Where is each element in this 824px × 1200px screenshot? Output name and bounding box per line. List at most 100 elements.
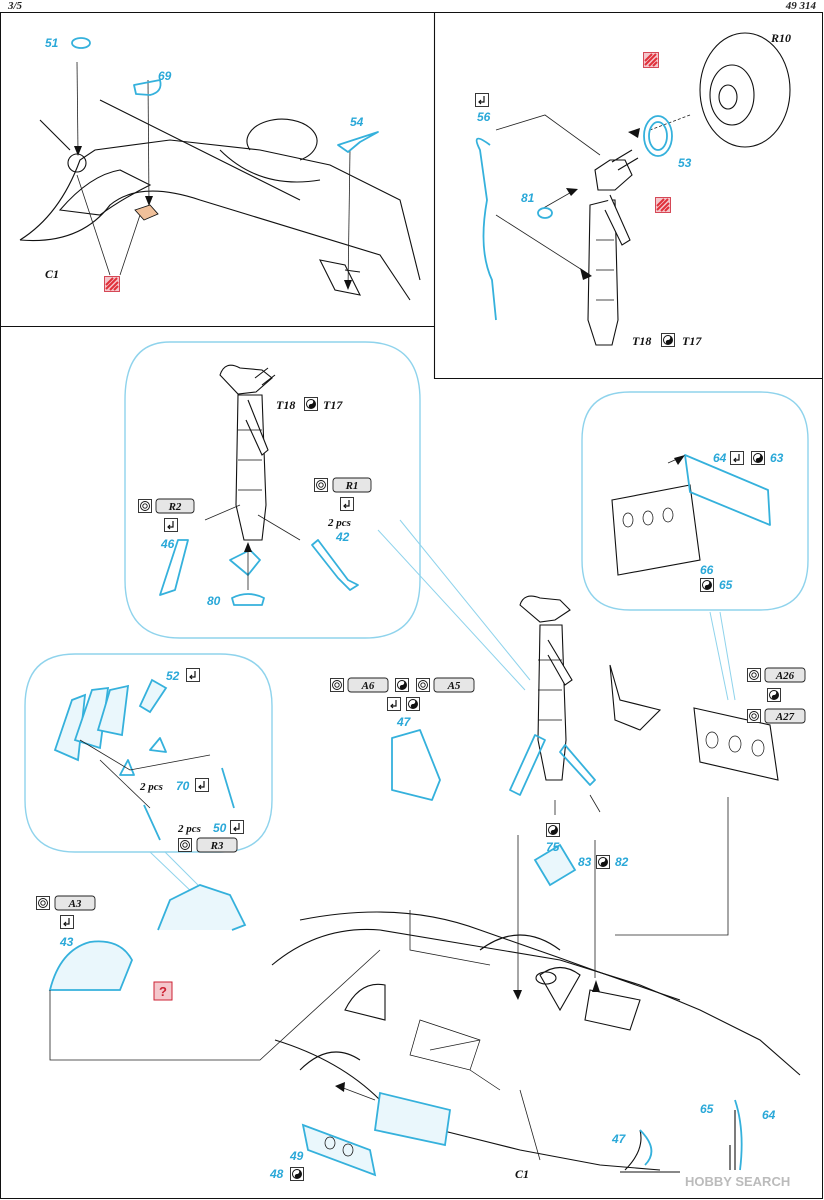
bay-parts-drawing [53, 678, 235, 841]
tag-a6-label: A6 [361, 680, 375, 692]
part-51-ring [71, 37, 91, 49]
part-70-label: 70 [176, 779, 190, 793]
part-64-label: 64 [713, 451, 727, 465]
tag-a3 [54, 895, 96, 911]
part-66-label: 66 [700, 563, 714, 577]
detail-64-label: 64 [762, 1108, 776, 1122]
tag-a5-label: A5 [447, 680, 461, 692]
page-number: 3/5 [8, 0, 23, 12]
tag-a5 [433, 677, 475, 693]
bend-icon [195, 778, 209, 792]
door-a26 [693, 707, 779, 781]
part-43-bay [373, 1091, 452, 1147]
part-56-label: 56 [477, 110, 491, 124]
photo-etch-icon [314, 478, 328, 492]
photo-etch-icon [138, 499, 152, 513]
tag-r2-label: R2 [168, 501, 182, 513]
bend-icon [230, 820, 244, 834]
bend-icon [387, 697, 401, 711]
etch-side-icon [304, 397, 318, 411]
part-80-label: 80 [207, 594, 221, 608]
etch-side-icon [546, 823, 560, 837]
part-46-strut [159, 539, 189, 596]
part-81-label: 81 [521, 191, 535, 205]
part-47-label: 47 [396, 715, 412, 729]
bubble-ref-t17: T17 [323, 398, 343, 412]
door-base-66 [611, 484, 701, 576]
tag-r3 [196, 837, 238, 853]
part-56-wire [475, 137, 497, 321]
bubble-pointer [377, 519, 531, 691]
part-46-label: 46 [160, 537, 175, 551]
part-82-label: 82 [615, 855, 629, 869]
panel-dividers [0, 12, 823, 380]
part-69-plate [133, 79, 162, 96]
bend-icon [60, 915, 74, 929]
qty-50: 2 pcs [177, 823, 201, 835]
part-69-label: 69 [158, 69, 172, 83]
etch-side-icon [700, 578, 714, 592]
photo-etch-icon [330, 678, 344, 692]
part-52-label: 52 [166, 669, 180, 683]
part-80-gear [231, 593, 265, 606]
tag-a26 [764, 667, 806, 683]
ref-c1-main: C1 [515, 1167, 529, 1181]
question-icon [153, 981, 173, 1001]
qty-42: 2 pcs [327, 517, 351, 529]
part-48-label: 48 [269, 1167, 284, 1181]
part-51-label: 51 [45, 36, 59, 50]
door-plate-64 [684, 454, 771, 526]
tag-a27 [764, 708, 806, 724]
photo-etch-icon [747, 668, 761, 682]
part-81-washer [537, 207, 553, 219]
main-assembly-drawing [48, 595, 801, 1177]
part-83-label: 83 [578, 855, 592, 869]
etch-side-icon [406, 697, 420, 711]
ref-t17: T17 [682, 334, 702, 348]
etch-side-icon [596, 855, 610, 869]
product-code: 49 314 [785, 0, 816, 12]
part-42-arm [311, 539, 359, 591]
ref-c1-wing: C1 [45, 267, 59, 281]
watermark: HOBBY SEARCH [685, 1174, 790, 1189]
bend-icon [475, 93, 489, 107]
paint-icon [104, 276, 120, 292]
etch-side-icon [661, 333, 675, 347]
part-47-panel [391, 729, 441, 801]
paint-icon [643, 52, 659, 68]
tag-r1 [332, 477, 372, 493]
bend-icon [730, 451, 744, 465]
bubble-pointer [709, 611, 736, 701]
paint-icon [655, 197, 671, 213]
bend-icon [340, 497, 354, 511]
photo-etch-icon [747, 709, 761, 723]
photo-etch-icon [416, 678, 430, 692]
bubble-ref-t18: T18 [276, 398, 295, 412]
tag-a6 [347, 677, 389, 693]
part-49-plate [301, 1123, 377, 1177]
tag-a27-label: A27 [775, 711, 795, 723]
bend-icon [186, 668, 200, 682]
part-50-label: 50 [213, 821, 227, 835]
ref-t18: T18 [632, 334, 651, 348]
detail-65-label: 65 [700, 1102, 714, 1116]
tag-a26-label: A26 [775, 670, 795, 682]
tag-r3-label: R3 [210, 840, 224, 852]
question-mark: ? [159, 984, 167, 999]
photo-etch-icon [36, 896, 50, 910]
leg-detail-bubble [124, 341, 421, 639]
tag-r2 [155, 498, 195, 514]
part-65-label: 65 [719, 578, 733, 592]
part-75-plate [533, 843, 577, 887]
bend-icon [164, 518, 178, 532]
part-53-inner [648, 121, 668, 151]
wing-panel [19, 61, 421, 301]
wheel-panel [495, 32, 791, 346]
part-54-label: 54 [350, 115, 364, 129]
part-49-label: 49 [289, 1149, 304, 1163]
part-43-label: 43 [59, 935, 74, 949]
page-frame [0, 12, 823, 1199]
photo-etch-icon [178, 838, 192, 852]
part-63-label: 63 [770, 451, 784, 465]
